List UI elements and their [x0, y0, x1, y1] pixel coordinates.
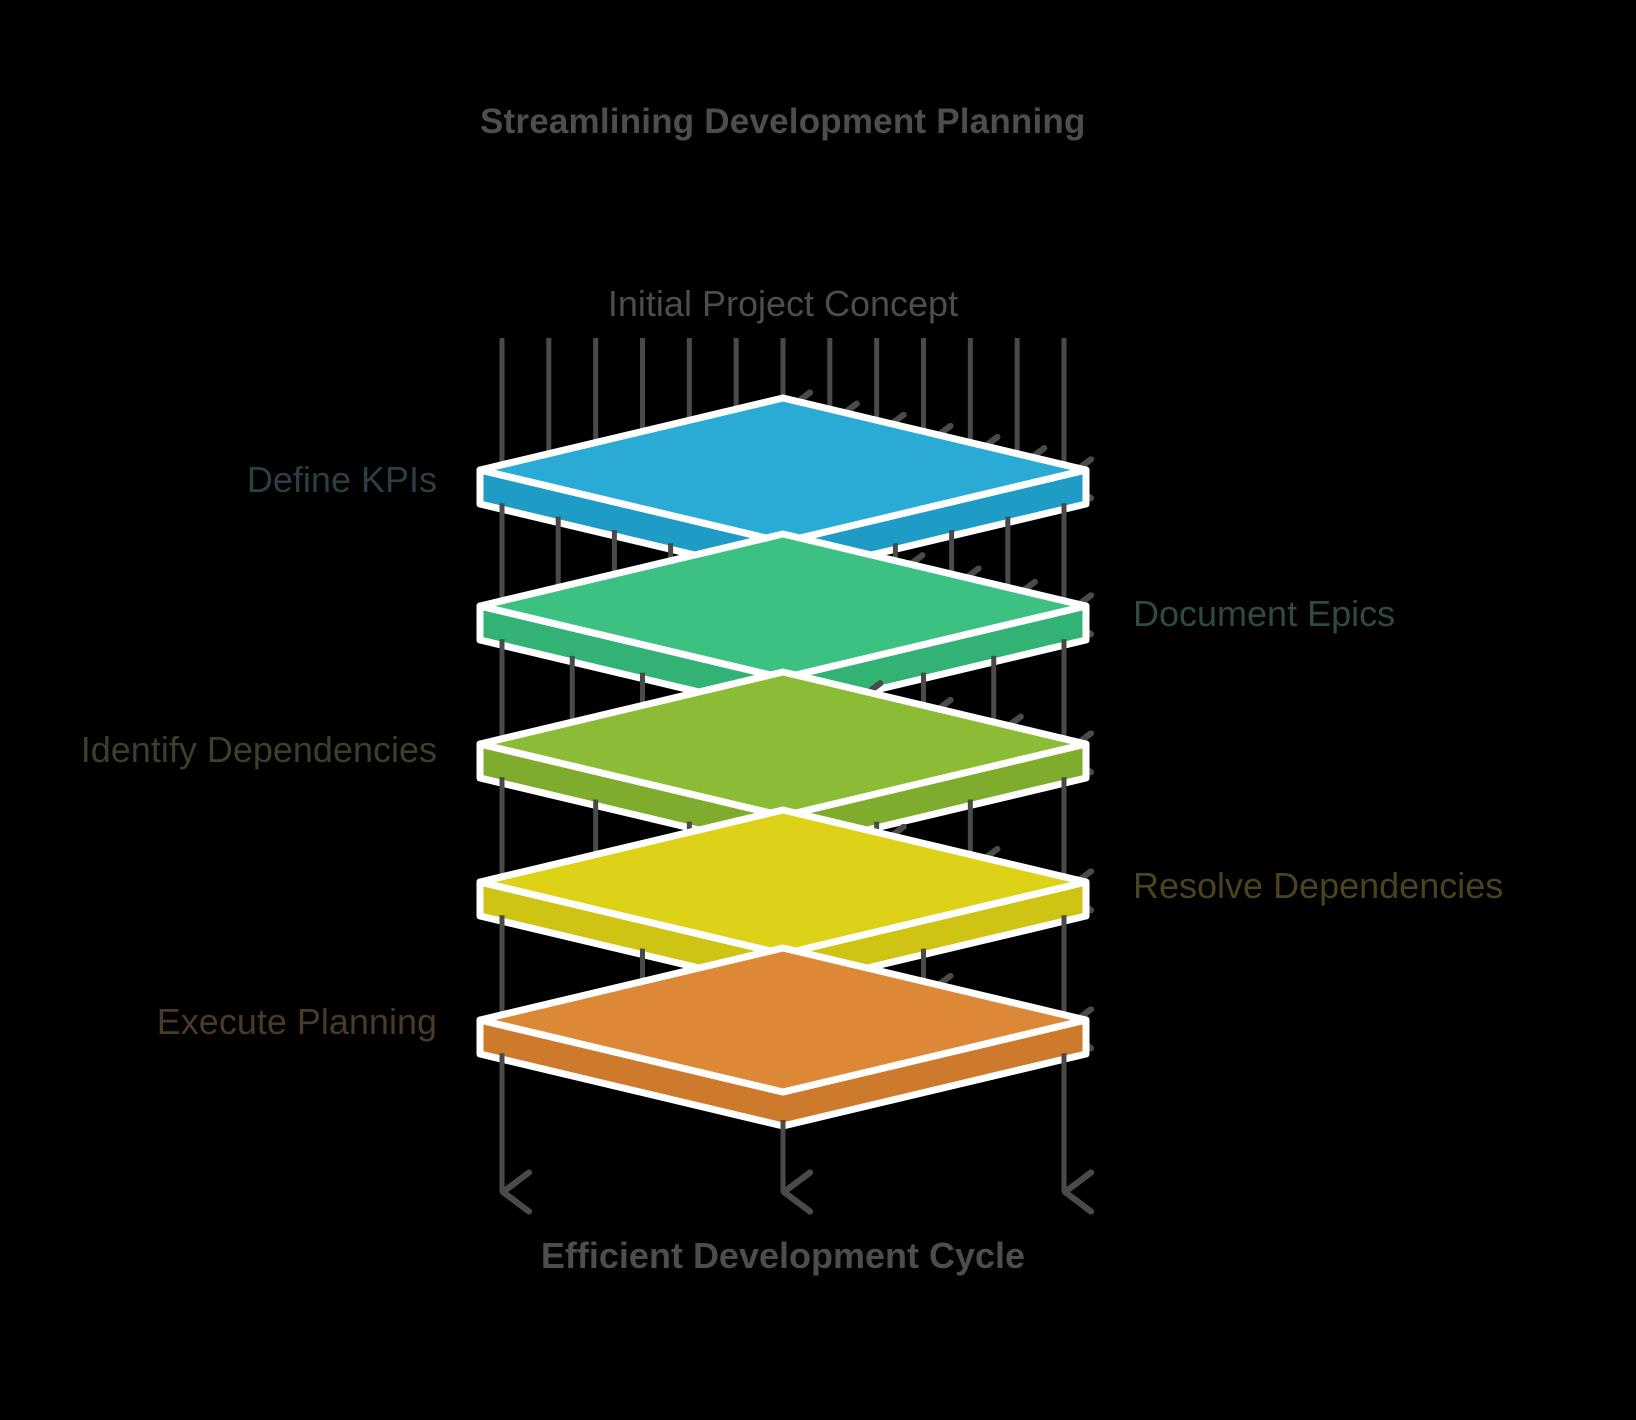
input-label: Initial Project Concept	[608, 283, 958, 324]
arrows-into-layer-0	[499, 338, 1064, 479]
arrows-to-output	[499, 1053, 1064, 1192]
layer-slab-4[interactable]	[476, 944, 1090, 1130]
layer-label-2: Identify Dependencies	[81, 729, 437, 770]
output-label: Efficient Development Cycle	[541, 1235, 1025, 1276]
page-title: Streamlining Development Planning	[480, 102, 1086, 141]
layer-label-3: Resolve Dependencies	[1133, 865, 1503, 906]
layer-slab-1[interactable]	[476, 530, 1090, 716]
layer-label-4: Execute Planning	[157, 1001, 437, 1042]
funnel-stack	[476, 338, 1090, 1192]
slab-top-face	[476, 944, 1090, 1096]
layer-label-1: Document Epics	[1133, 593, 1395, 634]
layer-label-0: Define KPIs	[247, 459, 437, 500]
